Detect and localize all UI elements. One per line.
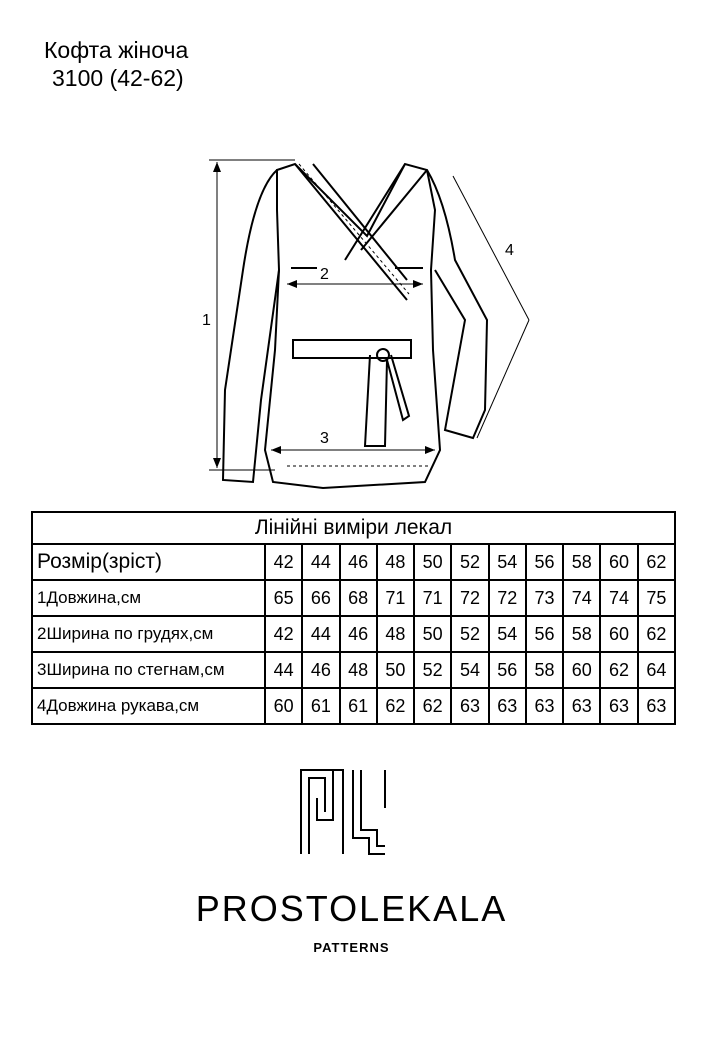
value-cell: 71 (375, 579, 416, 617)
value-cell: 48 (338, 651, 378, 689)
size-cell: 58 (562, 543, 602, 581)
value-cell: 60 (599, 615, 639, 653)
brand-subtitle: PATTERNS (313, 940, 390, 955)
value-cell: 44 (301, 615, 341, 653)
value-cell: 54 (450, 651, 490, 689)
row-label: 3Ширина по стегнам,см (31, 651, 266, 689)
size-cell: 54 (487, 543, 527, 581)
value-cell: 73 (524, 579, 565, 617)
table-row-hip: 3Ширина по стегнам,см 44 46 48 50 52 54 … (31, 651, 677, 689)
sketch-left-sleeve (221, 169, 280, 484)
value-cell: 56 (487, 651, 527, 689)
product-code: 3100 (42-62) (52, 65, 184, 91)
sketch-collar (294, 163, 428, 301)
value-cell: 61 (338, 687, 378, 725)
size-cell: 48 (375, 543, 416, 581)
sketch-belt (292, 339, 412, 359)
product-name: Кофта жіноча (44, 37, 189, 63)
value-cell: 48 (375, 615, 416, 653)
row-label: 4Довжина рукава,см (31, 687, 266, 725)
value-cell: 63 (487, 687, 527, 725)
value-cell: 74 (599, 579, 639, 617)
value-cell: 46 (338, 615, 378, 653)
measure-label-2: 2 (320, 266, 329, 283)
measurements-table: Лінійні виміри лекал Розмір(зріст) 42 44… (31, 511, 677, 725)
table-caption-row: Лінійні виміри лекал (31, 511, 676, 545)
sketch-belt-buckle (376, 348, 390, 362)
value-cell: 50 (413, 615, 453, 653)
value-cell: 74 (562, 579, 602, 617)
value-cell: 62 (599, 651, 639, 689)
value-cell: 63 (524, 687, 565, 725)
size-cell: 42 (263, 543, 304, 581)
value-cell: 50 (375, 651, 416, 689)
size-cell: 56 (524, 543, 565, 581)
measure-line-sleeve (452, 175, 530, 321)
size-cell: 52 (450, 543, 490, 581)
value-cell: 68 (338, 579, 378, 617)
table-header-row: Розмір(зріст) 42 44 46 48 50 52 54 56 58… (31, 543, 677, 581)
table-row-bust: 2Ширина по грудях,см 42 44 46 48 50 52 5… (31, 615, 677, 653)
brand-logo-icon (300, 769, 386, 855)
sketch-belt-tie (363, 354, 411, 447)
sketch-right-sleeve (426, 169, 489, 440)
value-cell: 52 (413, 651, 453, 689)
brand-name: PROSTOLEKALA (195, 888, 508, 929)
value-cell: 42 (263, 615, 304, 653)
value-cell: 65 (263, 579, 304, 617)
value-cell: 71 (413, 579, 453, 617)
value-cell: 63 (562, 687, 602, 725)
value-cell: 62 (636, 615, 677, 653)
value-cell: 56 (524, 615, 565, 653)
value-cell: 60 (562, 651, 602, 689)
value-cell: 54 (487, 615, 527, 653)
value-cell: 62 (413, 687, 453, 725)
measure-label-3: 3 (320, 430, 329, 447)
size-cell: 50 (413, 543, 453, 581)
value-cell: 63 (450, 687, 490, 725)
value-cell: 52 (450, 615, 490, 653)
row-label: 1Довжина,см (31, 579, 266, 617)
value-cell: 60 (263, 687, 304, 725)
row-label: 2Ширина по грудях,см (31, 615, 266, 653)
table-caption: Лінійні виміри лекал (31, 511, 676, 545)
table-row-length: 1Довжина,см 65 66 68 71 71 72 72 73 74 7… (31, 579, 677, 617)
garment-sketch (209, 159, 530, 490)
size-cell: 46 (338, 543, 378, 581)
value-cell: 62 (375, 687, 416, 725)
measure-label-4: 4 (505, 242, 514, 259)
table-row-sleeve: 4Довжина рукава,см 60 61 61 62 62 63 63 … (31, 687, 677, 725)
sketch-body-outline (263, 162, 442, 490)
size-cell: 60 (599, 543, 639, 581)
value-cell: 64 (636, 651, 677, 689)
size-cell: 62 (636, 543, 677, 581)
value-cell: 63 (636, 687, 677, 725)
product-title: Кофта жіноча 3100 (42-62) (44, 36, 188, 92)
value-cell: 75 (636, 579, 677, 617)
value-cell: 72 (487, 579, 527, 617)
value-cell: 63 (599, 687, 639, 725)
value-cell: 61 (301, 687, 341, 725)
value-cell: 58 (562, 615, 602, 653)
size-cell: 44 (301, 543, 341, 581)
value-cell: 72 (450, 579, 490, 617)
value-cell: 66 (301, 579, 341, 617)
value-cell: 58 (524, 651, 565, 689)
value-cell: 44 (263, 651, 304, 689)
size-header-label: Розмір(зріст) (31, 543, 266, 581)
value-cell: 46 (301, 651, 341, 689)
measure-label-1: 1 (202, 312, 211, 329)
